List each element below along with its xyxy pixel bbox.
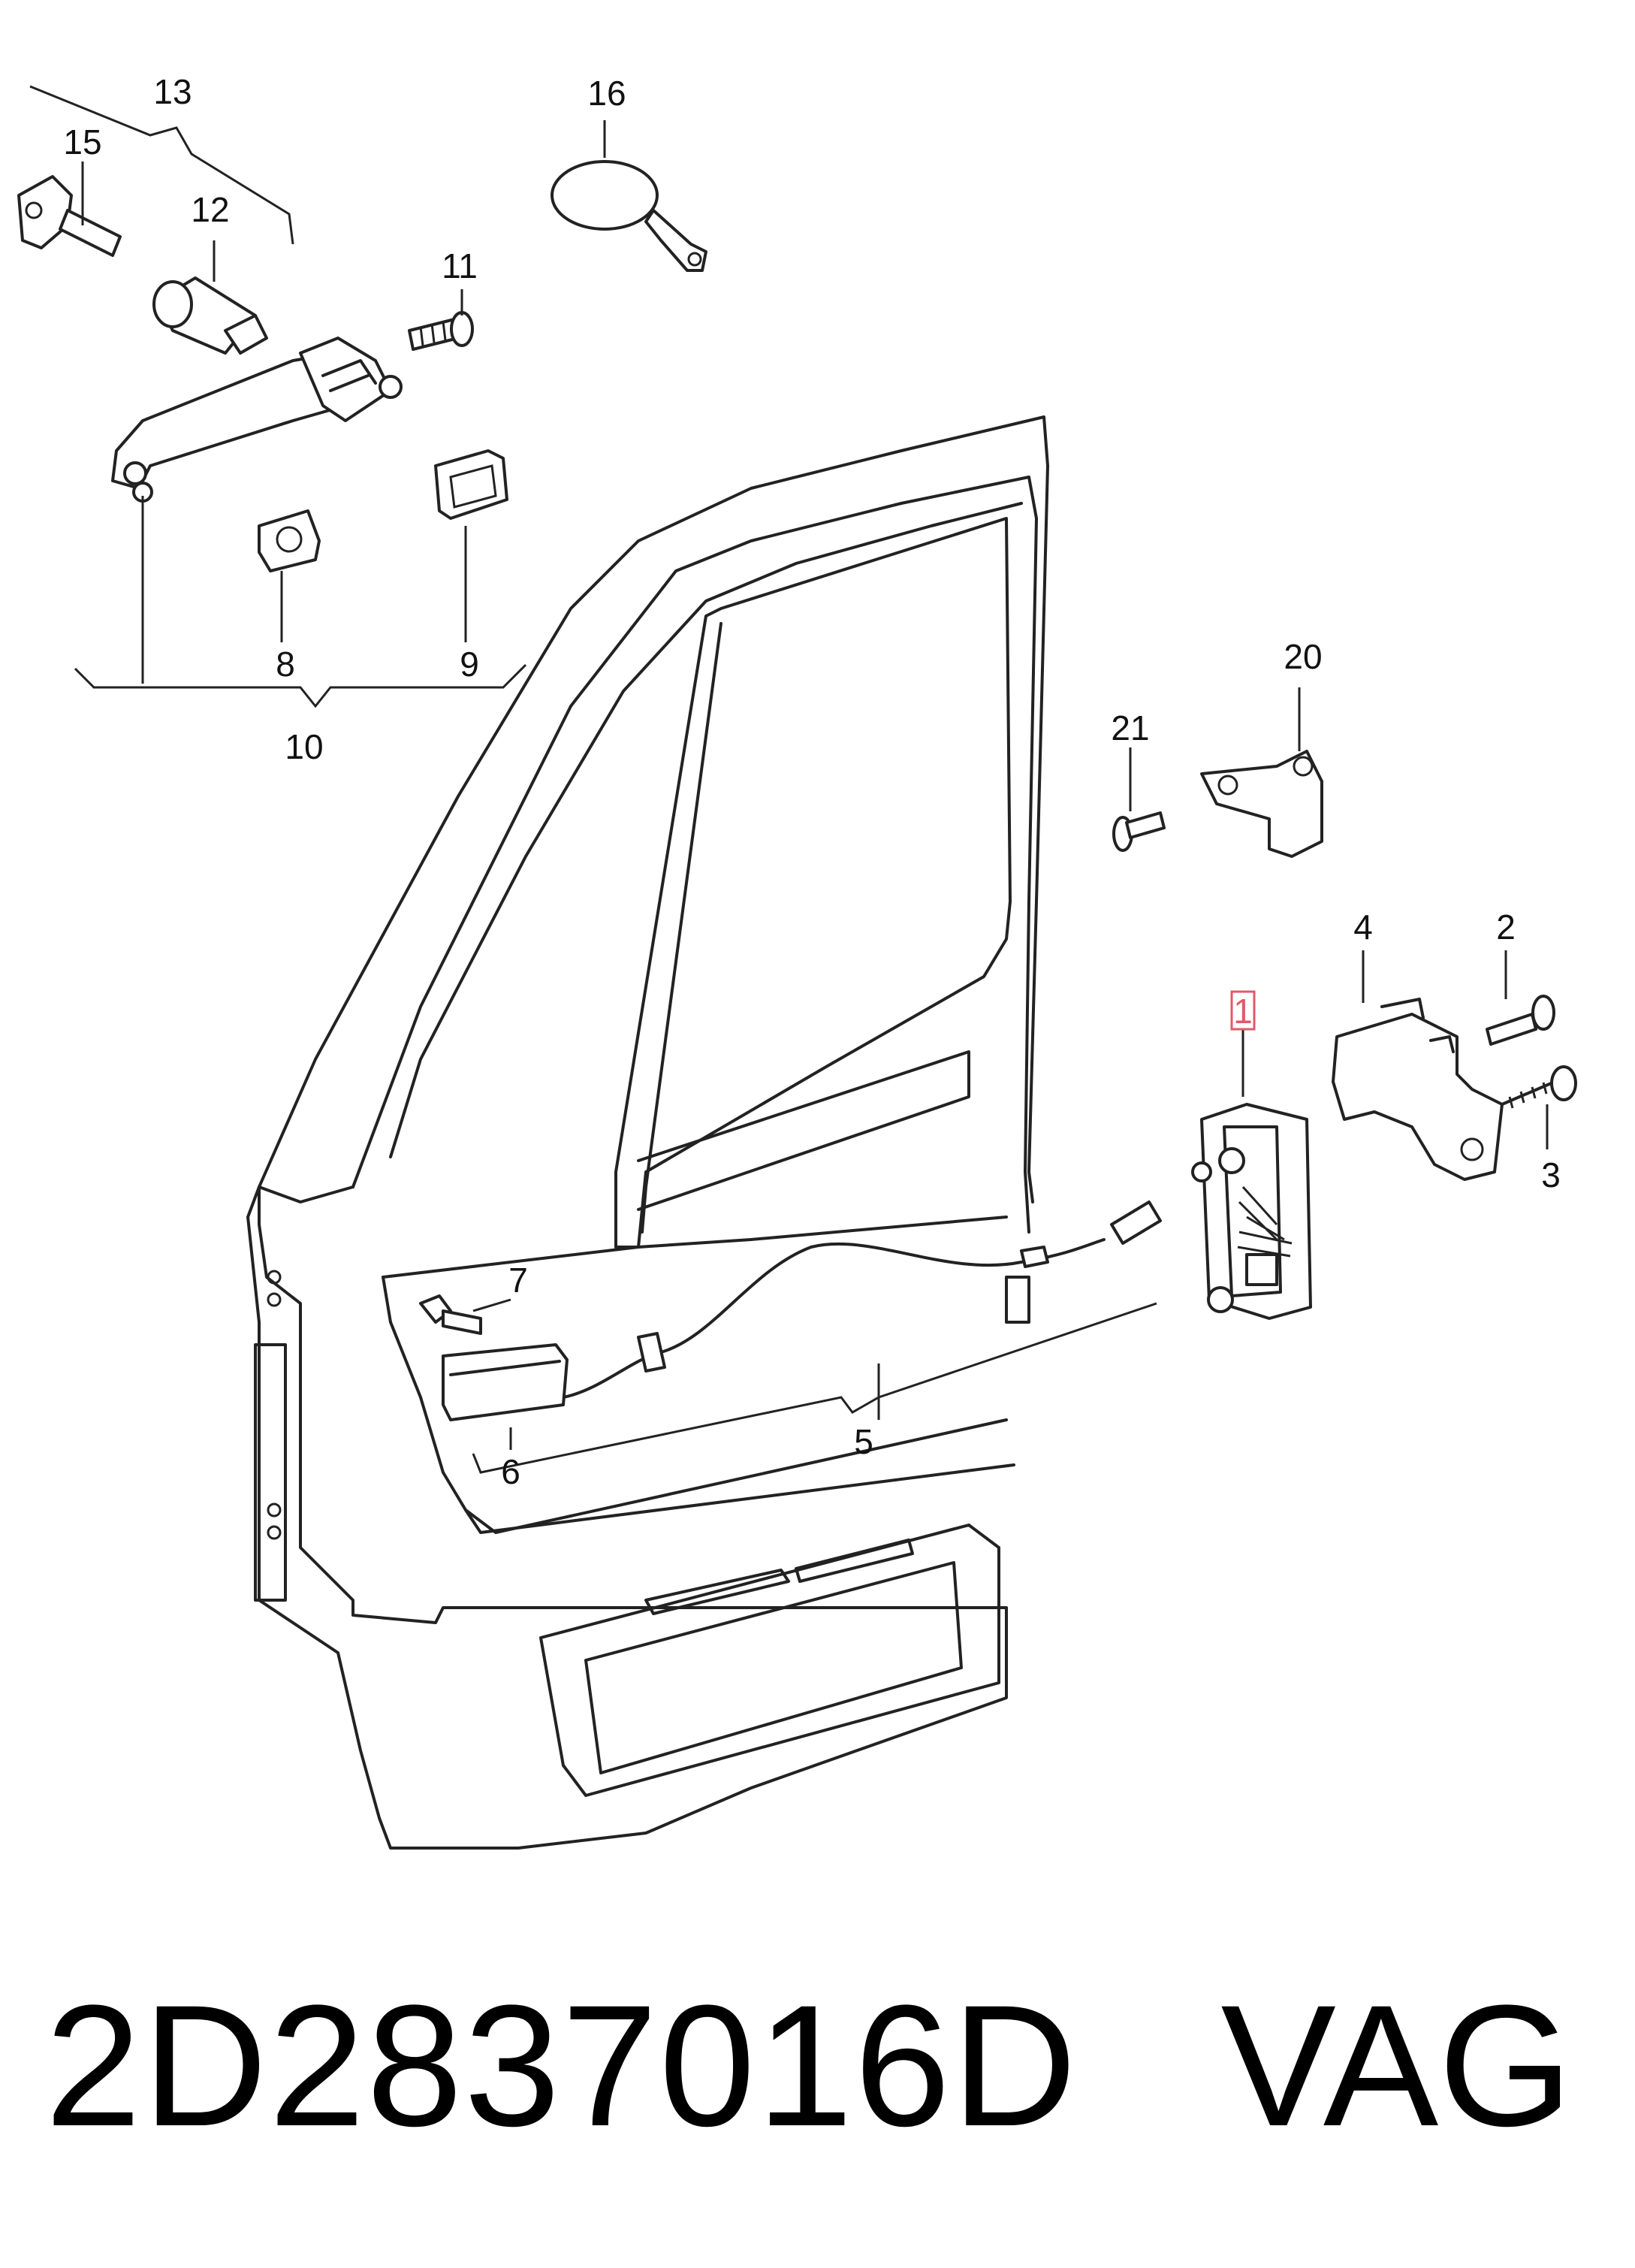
inner-handle-part-6 xyxy=(442,1343,569,1421)
callout-9: 9 xyxy=(460,645,479,684)
callout-10: 10 xyxy=(285,727,323,766)
callout-3: 3 xyxy=(1541,1155,1561,1194)
outer-handle xyxy=(111,337,403,503)
callout-2: 2 xyxy=(1496,908,1516,947)
callout-4: 4 xyxy=(1353,908,1373,947)
callout-21: 21 xyxy=(1111,708,1149,747)
part-number: 2D2837016D xyxy=(45,1969,1078,2162)
screw-part-3 xyxy=(1501,1065,1577,1109)
callout-20: 20 xyxy=(1284,637,1322,676)
highlight-box-1 xyxy=(1230,990,1256,1031)
callout-8: 8 xyxy=(276,645,295,684)
screw-part-11 xyxy=(408,311,474,351)
footer-caption: 2D2837016D VAG xyxy=(45,1953,1622,2179)
callout-12: 12 xyxy=(191,190,229,229)
cap-part-16 xyxy=(551,160,707,272)
key-part-15 xyxy=(17,175,122,257)
callout-11: 11 xyxy=(442,246,478,285)
callout-13: 13 xyxy=(153,72,192,111)
door-lock-part-1 xyxy=(1191,1103,1312,1320)
callout-labels: 13 15 12 16 11 8 9 10 20 21 4 2 3 1 7 5 … xyxy=(63,72,1560,1491)
callout-6: 6 xyxy=(501,1452,520,1491)
callout-16: 16 xyxy=(587,74,626,113)
lock-cylinder-part-12 xyxy=(152,276,268,355)
callout-15: 15 xyxy=(63,122,101,162)
parts-diagram: 13 15 12 16 11 8 9 10 20 21 4 2 3 1 7 5 … xyxy=(17,72,1577,1850)
door-panel xyxy=(246,415,1049,1850)
cable-part-5 xyxy=(562,1200,1162,1399)
callout-7: 7 xyxy=(508,1261,528,1300)
screw-part-21 xyxy=(1112,811,1166,852)
leader-lines xyxy=(29,85,1549,1474)
gasket-part-8 xyxy=(258,509,321,572)
brand-name: VAG xyxy=(1220,1969,1573,2162)
gasket-part-9 xyxy=(434,449,508,520)
callout-5: 5 xyxy=(854,1422,873,1461)
bracket-part-20 xyxy=(1200,750,1323,858)
callout-1: 1 xyxy=(1233,992,1253,1031)
screw-part-2 xyxy=(1486,995,1555,1046)
cover-part-4 xyxy=(1332,998,1504,1181)
bolt-part-7 xyxy=(419,1294,482,1335)
